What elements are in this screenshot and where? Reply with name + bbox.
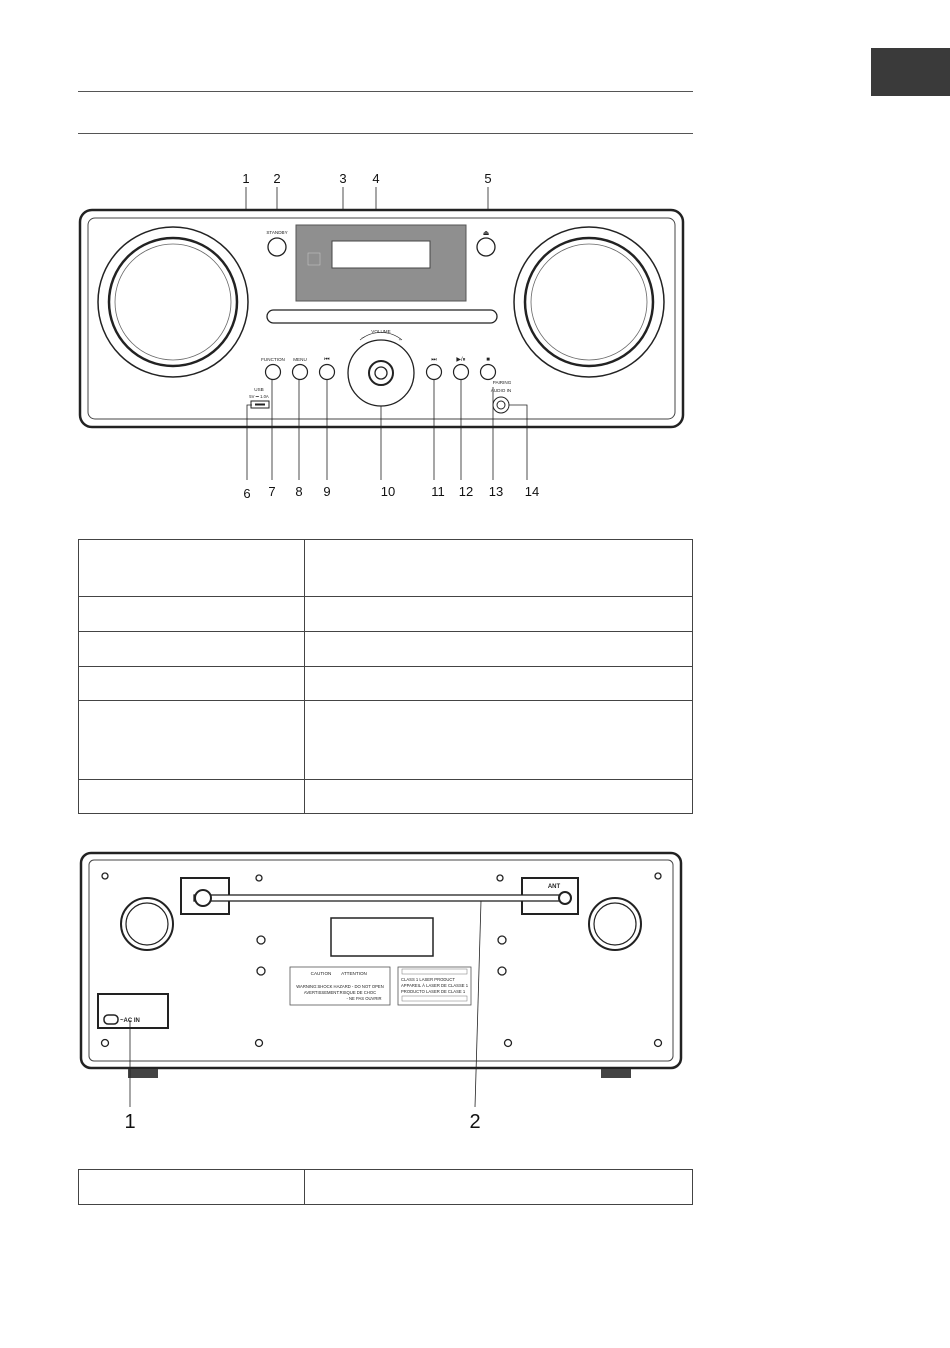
cd-slot [266, 309, 498, 324]
table-cell [78, 700, 305, 780]
usb-rating: 5V ⎓ 1.0A [249, 394, 269, 399]
callout-9: 9 [323, 484, 330, 499]
bass-port-right [588, 897, 642, 951]
standby-button[interactable] [267, 237, 287, 257]
pairing-label: PAIRING [493, 380, 512, 385]
menu-button[interactable] [291, 363, 309, 381]
table-row [78, 539, 693, 597]
table-cell [78, 539, 305, 597]
ant-label: ANT [548, 884, 561, 890]
table-cell [78, 631, 305, 667]
table-row [78, 666, 693, 701]
standby-label: STANDBY [266, 230, 287, 235]
warning-line-2: AVERTISSEMENT:RISQUE DE CHOC [304, 990, 376, 995]
stop-pairing-button[interactable] [479, 363, 497, 381]
play-pause-button[interactable] [452, 363, 470, 381]
table-cell [304, 666, 693, 701]
lcd-display [331, 240, 431, 269]
audio-in-label: AUDIO IN [491, 388, 511, 393]
right-speaker [513, 226, 665, 378]
ac-in-socket[interactable] [103, 1014, 119, 1025]
caution-text: CAUTION [311, 971, 332, 976]
table-row [78, 700, 693, 780]
language-tab [871, 48, 950, 96]
play-pause-icon: ▶/⏸ [456, 357, 465, 363]
table-cell [304, 539, 693, 597]
caution-label [289, 966, 391, 1006]
laser-label [397, 966, 472, 1006]
rear-callout-1: 1 [124, 1111, 135, 1133]
header-rule-bottom [78, 133, 693, 134]
attention-text: ATTENTION [341, 971, 367, 976]
table-cell [78, 596, 305, 632]
rear-callout-2: 2 [469, 1111, 480, 1133]
front-panel-diagram: 1 2 3 4 5 STANDBY ⏏ VOLUME – + FUNC [78, 171, 685, 501]
usb-label: USB [254, 387, 263, 392]
ir-sensor [307, 252, 321, 266]
callout-7: 7 [268, 484, 275, 499]
warning-line-3: - NE PAS OUVRIR [346, 996, 381, 1001]
table-cell [78, 666, 305, 701]
rear-leader-lines [129, 900, 482, 1108]
callout-13: 13 [489, 484, 503, 499]
volume-label: VOLUME [371, 329, 390, 334]
table-cell [304, 596, 693, 632]
prev-button[interactable] [318, 363, 336, 381]
cabinet-inner [87, 217, 676, 420]
header-rule-top [78, 91, 693, 92]
table-cell [304, 1169, 693, 1205]
callout-10: 10 [381, 484, 395, 499]
table-cell [78, 1169, 305, 1205]
rear-connections-table [78, 1169, 693, 1205]
eject-icon: ⏏ [483, 230, 490, 237]
table-cell [304, 631, 693, 667]
callout-2: 2 [273, 171, 280, 186]
volume-plus: + [399, 337, 402, 342]
table-cell [304, 779, 693, 814]
laser-line-1: CLASS 1 LASER PRODUCT [401, 977, 455, 982]
function-label: FUNCTION [261, 357, 285, 362]
front-controls-table [78, 539, 693, 814]
callout-11: 11 [431, 484, 445, 499]
prev-icon: ⏮ [324, 357, 330, 363]
callout-3: 3 [339, 171, 346, 186]
foot-right [601, 1069, 631, 1078]
stop-icon: ■ [486, 357, 490, 363]
warning-line-1: WARNING:SHOCK HAZARD - DO NOT OPEN [296, 984, 383, 989]
next-icon: ⏭ [431, 357, 437, 363]
laser-line-3: PRODUCTO LASER DE CLASE 1 [401, 989, 466, 994]
callout-8: 8 [295, 484, 302, 499]
eject-button[interactable] [476, 237, 496, 257]
next-button[interactable] [425, 363, 443, 381]
menu-label: MENU [293, 357, 307, 362]
foot-left [128, 1069, 158, 1078]
table-row [78, 1169, 693, 1205]
table-row [78, 779, 693, 814]
callout-6: 6 [243, 486, 250, 501]
callout-12: 12 [459, 484, 473, 499]
rear-panel-diagram: ANT CAUTION ATTENTION WARNING:SHOCK HAZA… [79, 851, 683, 1133]
callout-14: 14 [525, 484, 539, 499]
bass-port-left [120, 897, 174, 951]
fm-antenna [193, 894, 567, 902]
function-button[interactable] [264, 363, 282, 381]
bottom-leader-lines [246, 380, 528, 480]
laser-line-2: APPAREIL À LASER DE CLASSE 1 [401, 983, 469, 988]
callout-1: 1 [242, 171, 249, 186]
callout-5: 5 [484, 171, 491, 186]
table-row [78, 631, 693, 667]
left-speaker [97, 226, 249, 378]
table-cell [304, 700, 693, 780]
table-row [78, 596, 693, 632]
callout-4: 4 [372, 171, 379, 186]
screws [100, 872, 663, 1048]
table-cell [78, 779, 305, 814]
center-plate [330, 917, 434, 957]
rear-cabinet-outline [79, 851, 683, 1070]
